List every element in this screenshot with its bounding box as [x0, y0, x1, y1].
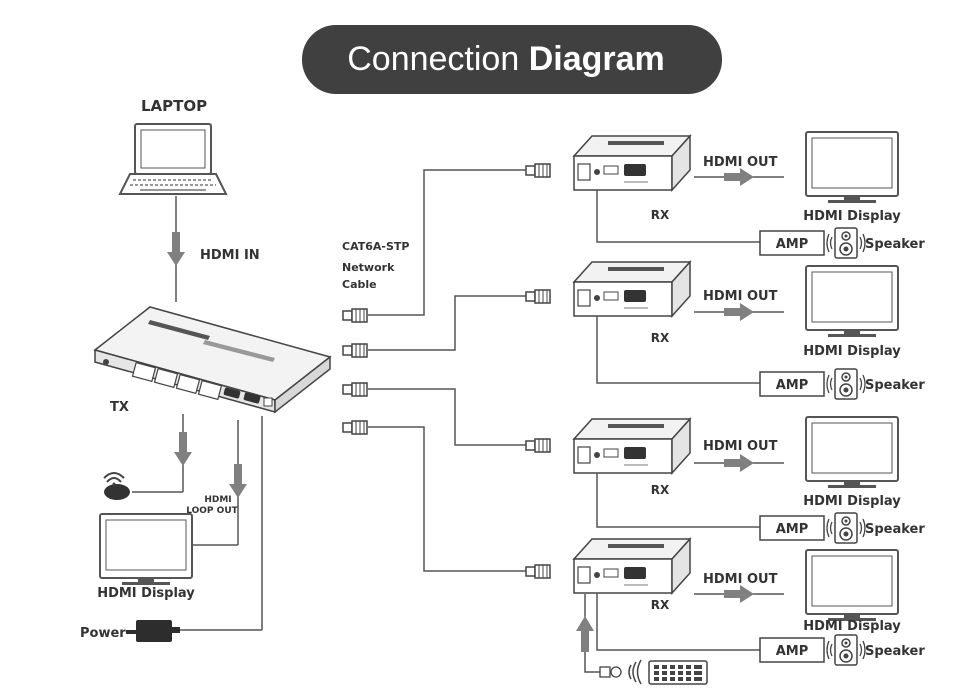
tx-device: [93, 306, 332, 414]
amp-box: [759, 637, 825, 663]
monitor-icon: [805, 416, 899, 489]
hdmi-out-arrow: [724, 168, 754, 186]
rj45-connector-icon: [342, 382, 368, 397]
ir-receiver-icon: [599, 659, 642, 685]
speaker-label: Speaker: [865, 644, 925, 659]
rx-label: RX: [651, 331, 670, 345]
cable-label-line2: Network: [342, 261, 395, 274]
loop-out-label-1: HDMI: [204, 495, 231, 505]
hdmi-out-arrow: [724, 303, 754, 321]
rj45-connector-icon: [525, 289, 551, 304]
speaker-icon: [826, 368, 866, 400]
display-label: HDMI Display: [803, 619, 901, 634]
monitor-icon: [805, 265, 899, 338]
amp-label: AMP: [776, 378, 809, 393]
speaker-label: Speaker: [865, 522, 925, 537]
rx-device: [573, 135, 691, 191]
rj45-connector-icon: [525, 438, 551, 453]
speaker-label: Speaker: [865, 237, 925, 252]
local-monitor-icon: [99, 513, 193, 586]
hdmi-in-arrow: [167, 232, 185, 266]
monitor-icon: [805, 549, 899, 622]
speaker-icon: [826, 512, 866, 544]
amp-box: [759, 230, 825, 256]
rj45-connector-icon: [342, 420, 368, 435]
rx-label: RX: [651, 483, 670, 497]
wireless-dongle-icon: [103, 472, 130, 500]
amp-label: AMP: [776, 237, 809, 252]
rx-device: [573, 418, 691, 474]
hdmi-out-label: HDMI OUT: [703, 572, 778, 587]
loop-out-label-2: LOOP OUT: [186, 506, 238, 516]
tx-label: TX: [110, 400, 129, 415]
title-pill: [302, 25, 722, 94]
amp-box: [759, 371, 825, 397]
diagram-title: Connection Diagram: [347, 40, 665, 78]
laptop-icon: [118, 123, 228, 195]
amp-label: AMP: [776, 522, 809, 537]
speaker-icon: [826, 227, 866, 259]
power-adapter-icon: [126, 620, 180, 642]
laptop-label: LAPTOP: [141, 97, 207, 115]
cable-label-line3: Cable: [342, 278, 377, 291]
rj45-connector-icon: [525, 163, 551, 178]
loop-out-arrow: [229, 464, 247, 498]
rx-label: RX: [651, 598, 670, 612]
display-label: HDMI Display: [803, 494, 901, 509]
hdmi-out-label: HDMI OUT: [703, 439, 778, 454]
network-cables: [368, 169, 526, 572]
receiver-row: RX HDMI OUT HDMI Display AMP Speaker: [525, 538, 925, 666]
local-display-label: HDMI Display: [97, 586, 195, 601]
amp-box: [759, 515, 825, 541]
display-label: HDMI Display: [803, 344, 901, 359]
remote-control-icon: [648, 660, 708, 685]
speaker-label: Speaker: [865, 378, 925, 393]
rj45-connector-icon: [342, 308, 368, 323]
receiver-row: RX HDMI OUT HDMI Display AMP Speaker: [525, 416, 925, 544]
speaker-icon: [826, 634, 866, 666]
hdmi-in-label: HDMI IN: [200, 248, 260, 263]
rx-device: [573, 538, 691, 594]
rj45-connector-icon: [525, 564, 551, 579]
receiver-row: RX HDMI OUT HDMI Display AMP Speaker: [525, 131, 925, 259]
rj45-connector-icon: [342, 343, 368, 358]
rx-device: [573, 261, 691, 317]
amp-label: AMP: [776, 644, 809, 659]
cable-label-line1: CAT6A-STP: [342, 240, 409, 253]
rx-label: RX: [651, 208, 670, 222]
ir-in-arrow: [576, 616, 594, 652]
hdmi-out-arrow: [724, 454, 754, 472]
display-label: HDMI Display: [803, 209, 901, 224]
ir-arrow: [174, 432, 192, 466]
hdmi-out-label: HDMI OUT: [703, 289, 778, 304]
receiver-row: RX HDMI OUT HDMI Display AMP Speaker: [525, 261, 925, 400]
hdmi-out-arrow: [724, 585, 754, 603]
hdmi-out-label: HDMI OUT: [703, 155, 778, 170]
monitor-icon: [805, 131, 899, 204]
power-label: Power: [80, 626, 126, 641]
